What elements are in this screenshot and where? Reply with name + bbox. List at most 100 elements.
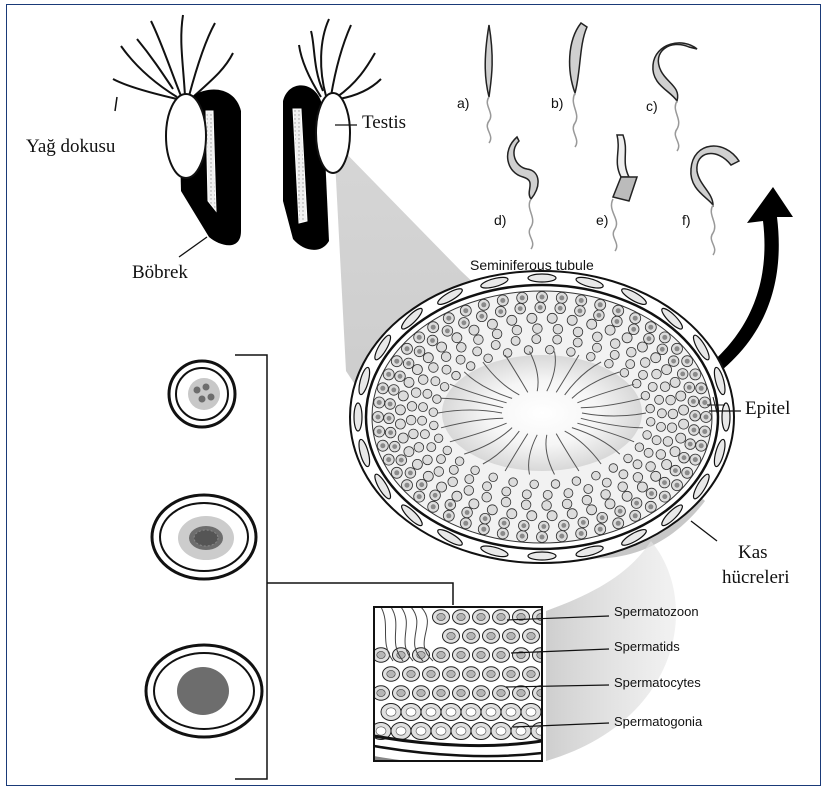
germ-cell	[482, 492, 492, 502]
germ-cell-nucleus	[616, 308, 621, 313]
germ-cell	[419, 403, 428, 412]
inset-cell-nucleus	[386, 708, 396, 716]
germ-cell	[646, 404, 655, 413]
germ-cell-nucleus	[431, 504, 436, 509]
germ-cell	[567, 315, 577, 325]
germ-cell	[429, 408, 438, 417]
germ-cell	[412, 365, 422, 375]
germ-cell-nucleus	[633, 513, 638, 518]
germ-cell	[657, 422, 666, 431]
germ-cell	[676, 433, 686, 443]
germ-cell	[430, 421, 439, 430]
germ-cell	[487, 319, 497, 329]
germ-cell	[412, 459, 422, 469]
germ-cell	[637, 342, 647, 352]
inset-cell-nucleus	[477, 689, 486, 696]
germ-cell-nucleus	[671, 359, 676, 364]
germ-cell	[464, 486, 474, 496]
testis-left	[166, 94, 206, 178]
muscle-cells-label-line1: Kas	[738, 542, 768, 564]
germ-cell	[656, 450, 666, 460]
germ-cell	[587, 319, 597, 329]
epithelium-label: Epitel	[745, 398, 790, 420]
germ-cell	[501, 497, 511, 507]
germ-cell	[443, 446, 452, 455]
sperm-c-icon	[653, 43, 697, 151]
germ-cell	[676, 391, 686, 401]
inset-cell-nucleus	[517, 689, 526, 696]
inset-cell-nucleus	[457, 689, 466, 696]
germ-cell	[610, 339, 620, 349]
inset-cell-nucleus	[437, 651, 446, 658]
germ-cell-nucleus	[417, 335, 422, 340]
germ-cell	[593, 343, 602, 352]
germ-cell-nucleus	[481, 302, 486, 307]
germ-cell-nucleus	[431, 325, 436, 330]
inset-cell-nucleus	[417, 689, 426, 696]
germ-cell-nucleus	[465, 510, 470, 515]
testis-label: Testis	[362, 112, 406, 134]
germ-cell	[668, 409, 678, 419]
germ-cell	[509, 478, 518, 487]
germ-cell-nucleus	[377, 400, 382, 405]
inset-cell-nucleus	[527, 670, 536, 677]
germ-cell	[651, 471, 661, 481]
germ-cell	[667, 423, 677, 433]
inset-cell-nucleus	[526, 708, 536, 716]
inset-cell-nucleus	[457, 651, 466, 658]
germ-cell	[433, 395, 442, 404]
germ-cell	[605, 499, 615, 509]
germ-cell-nucleus	[446, 316, 451, 321]
figure-frame	[6, 4, 821, 786]
germ-cell-nucleus	[648, 504, 653, 509]
germ-cell-nucleus	[433, 493, 438, 498]
germ-cell-nucleus	[500, 298, 505, 303]
germ-cell	[456, 355, 465, 364]
sperm-d-label: d)	[494, 212, 506, 228]
germ-cell-nucleus	[445, 329, 450, 334]
germ-cell	[609, 464, 618, 473]
germ-cell	[473, 347, 482, 356]
germ-cell-nucleus	[406, 361, 411, 366]
inset-cell-nucleus	[497, 613, 506, 620]
fat-tissue-label: Yağ dokusu	[26, 136, 115, 158]
inset-cell-nucleus	[407, 670, 416, 677]
inset-cell-nucleus	[377, 689, 386, 696]
germ-cell	[407, 402, 417, 412]
germ-cell-nucleus	[675, 346, 680, 351]
germ-cell-nucleus	[693, 413, 698, 418]
inset-cell-nucleus	[497, 651, 506, 658]
inset-cell-nucleus	[377, 651, 386, 658]
germ-cell	[662, 365, 672, 375]
inset-cell-nucleus	[467, 670, 476, 677]
inset-cell-nucleus	[436, 727, 446, 735]
germ-cell	[465, 475, 474, 484]
germ-cell	[423, 389, 432, 398]
germ-cell	[551, 480, 560, 489]
germ-cell-nucleus	[405, 346, 410, 351]
germ-cell	[492, 329, 502, 339]
germ-cell	[601, 490, 611, 500]
sperm-c-label: c)	[646, 98, 658, 114]
germ-cell	[522, 490, 531, 499]
germ-cell	[587, 505, 597, 515]
germ-cell	[567, 509, 577, 519]
germ-cell	[679, 419, 689, 429]
germ-cell-nucleus	[675, 483, 680, 488]
inset-cell-nucleus	[446, 708, 456, 716]
germ-cell	[437, 455, 446, 464]
germ-cell	[527, 313, 537, 323]
germ-cell	[619, 470, 628, 479]
germ-cell-nucleus	[699, 386, 704, 391]
germ-cell-nucleus	[500, 531, 505, 536]
germ-cell-nucleus	[662, 494, 667, 499]
inset-cell-nucleus	[397, 689, 406, 696]
germ-cell-nucleus	[647, 336, 652, 341]
germ-cell	[404, 447, 414, 457]
spermatozoon-label: Spermatozoon	[614, 604, 699, 619]
germ-cell-nucleus	[704, 415, 709, 420]
inset-cell-nucleus	[376, 727, 386, 735]
germ-cell	[452, 491, 462, 501]
germ-cell	[507, 315, 517, 325]
germ-cell	[635, 443, 644, 452]
